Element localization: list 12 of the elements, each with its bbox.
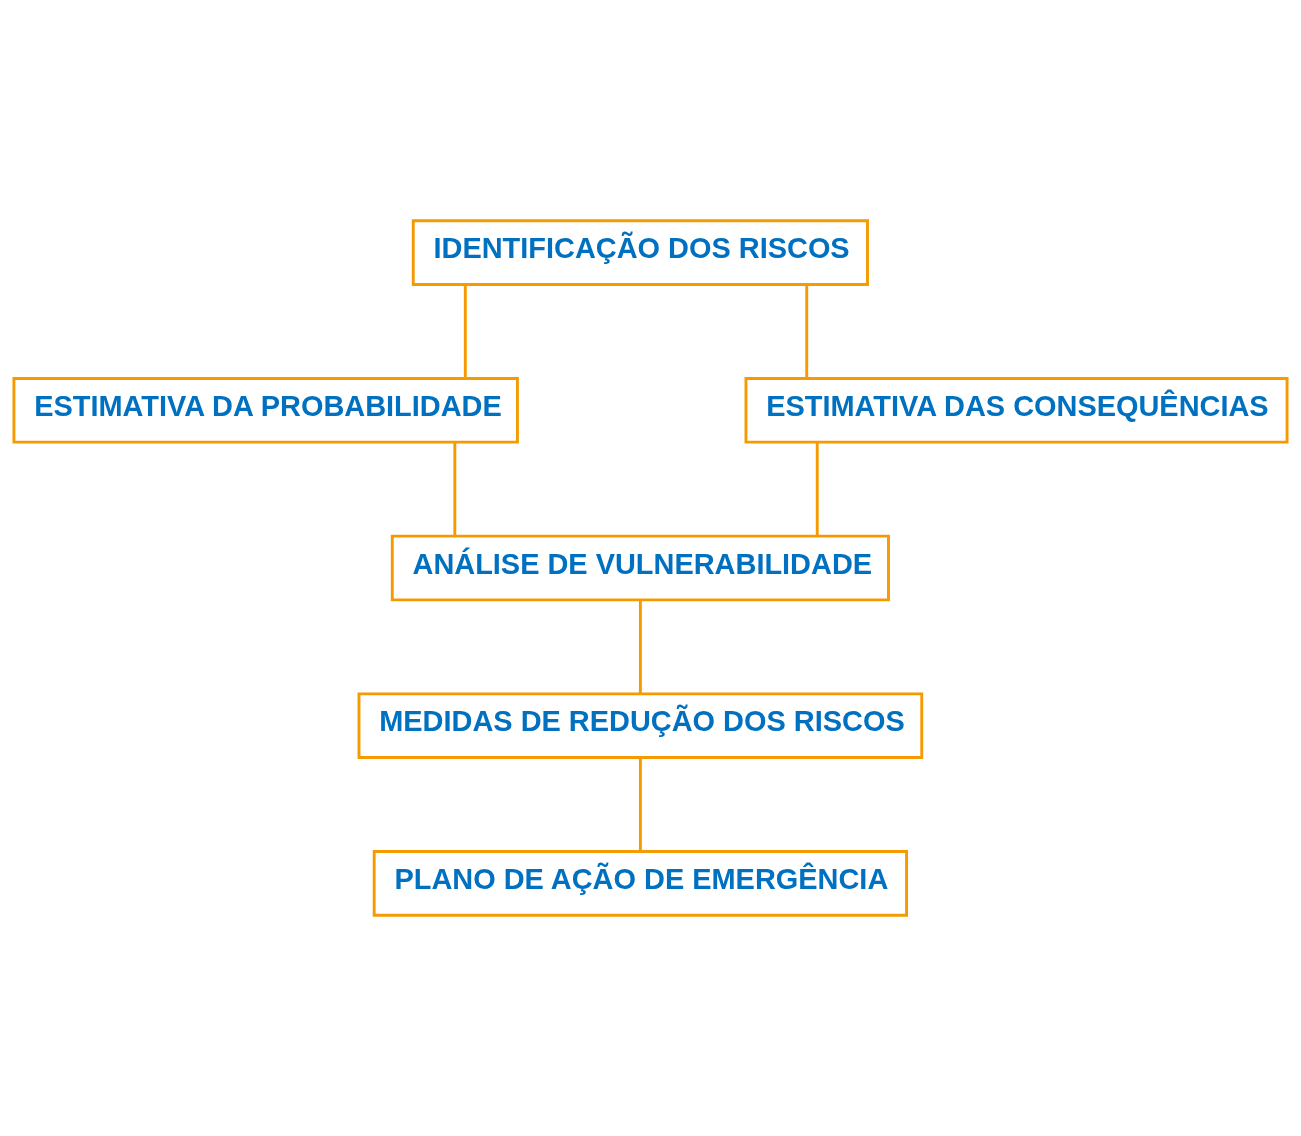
node-box: MEDIDAS DE REDUÇÃO DOS RISCOS [357,692,924,759]
connector [638,599,642,694]
connector [815,442,819,537]
connector [463,284,467,379]
node-box: ESTIMATIVA DA PROBABILIDADE [12,377,519,444]
connector [638,757,642,852]
node-box: ANÁLISE DE VULNERABILIDADE [390,534,890,602]
connector [453,442,457,537]
connector [805,284,809,379]
node-box: IDENTIFICAÇÃO DOS RISCOS [411,219,869,286]
node-box: PLANO DE AÇÃO DE EMERGÊNCIA [372,850,908,917]
node-box: ESTIMATIVA DAS CONSEQUÊNCIAS [744,377,1289,444]
